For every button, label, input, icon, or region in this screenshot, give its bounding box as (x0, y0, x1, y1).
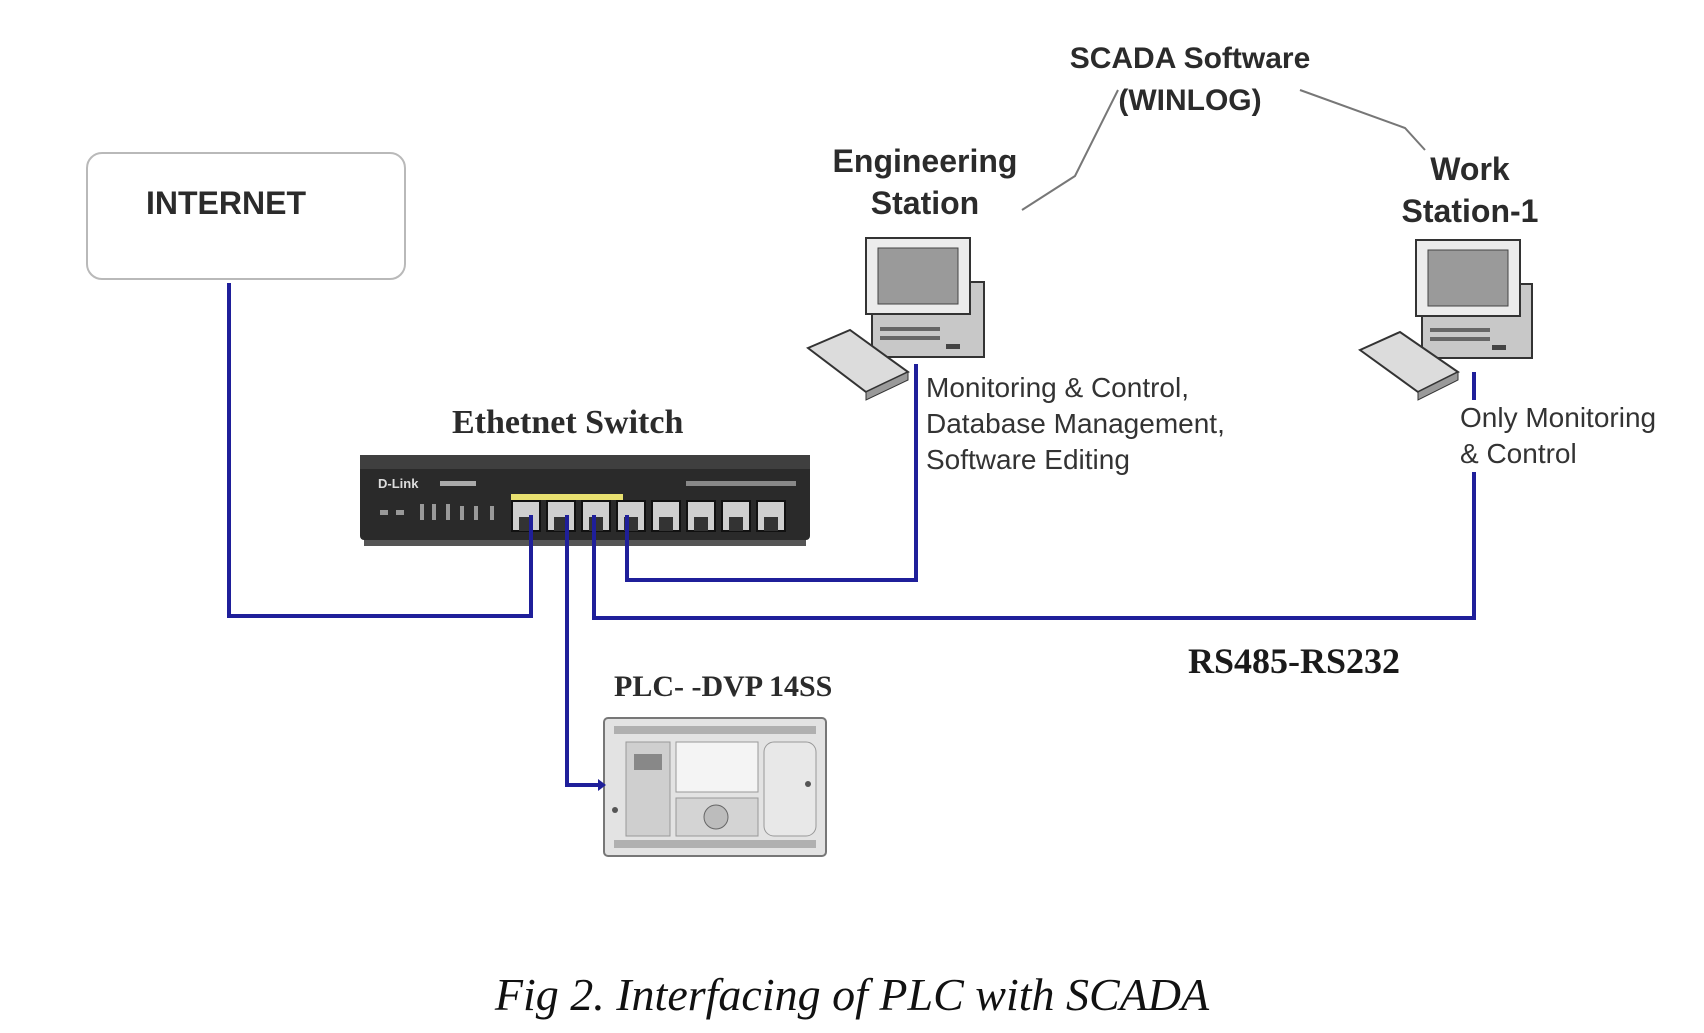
scada-software-label: SCADA Software (WINLOG) (1040, 38, 1340, 122)
switch-brand-label: D-Link (378, 476, 419, 491)
engineering-station-functions: Monitoring & Control, Database Managemen… (926, 372, 1225, 475)
work-station-subtitle: Station-1 (1401, 193, 1539, 229)
plc-label: PLC- -DVP 14SS (614, 670, 833, 703)
plc-device (603, 717, 827, 857)
engineering-station-subtitle: Station (870, 185, 980, 221)
work-station-label: Work Station-1 (1380, 148, 1560, 232)
scada-link-line-right (1299, 89, 1426, 151)
scada-subtitle: (WINLOG) (1118, 84, 1262, 117)
ethernet-switch-device: D-Link (360, 455, 810, 546)
work-station-functions: Only Monitoring & Control (1460, 402, 1657, 469)
internet-switch-cable (227, 283, 533, 618)
engineering-station-label: Engineering Station (810, 140, 1040, 224)
work-station-title: Work (1430, 151, 1510, 187)
plc-switch-cable (565, 515, 600, 787)
figure-caption: Fig 2. Interfacing of PLC with SCADA (494, 969, 1210, 1020)
scada-link-line-left (1021, 89, 1119, 211)
internet-node (86, 152, 406, 280)
work-station-computer-icon (1358, 239, 1533, 401)
ethernet-switch-label: Ethetnet Switch (452, 404, 684, 441)
engineering-switch-cable (625, 364, 918, 582)
plc-connector-arrow (598, 779, 606, 791)
engineering-station-computer-icon (806, 237, 985, 401)
scada-title: SCADA Software (1069, 42, 1311, 75)
rs485-rs232-label: RS485-RS232 (1188, 641, 1401, 681)
engineering-station-title: Engineering (832, 143, 1018, 179)
internet-label: INTERNET (146, 185, 306, 221)
workstation-switch-cable (592, 472, 1476, 620)
